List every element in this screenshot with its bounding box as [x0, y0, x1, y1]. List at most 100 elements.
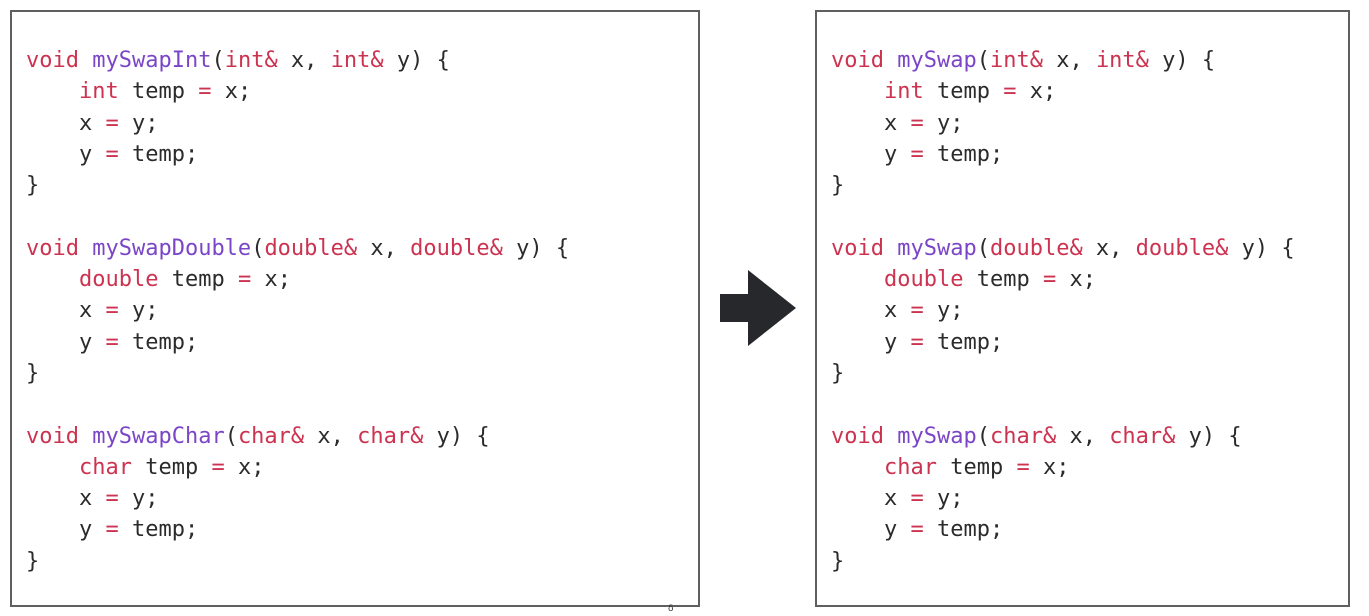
- keyword-token: char: [883, 454, 937, 480]
- code-text: }: [831, 548, 845, 574]
- code-text: x;: [1029, 454, 1070, 480]
- code-text: y;: [118, 298, 159, 324]
- operator-token: =: [237, 267, 252, 293]
- keyword-token: int: [883, 79, 924, 105]
- code-text: temp: [923, 79, 1004, 105]
- keyword-token: char&: [989, 423, 1057, 449]
- code-line: void mySwapInt(int& x, int& y) {: [26, 45, 569, 76]
- code-line: x = y;: [831, 483, 1295, 514]
- code-text: x,: [1056, 423, 1110, 449]
- code-text: temp;: [923, 141, 1004, 167]
- code-block: void mySwap(int& x, int& y) { int temp =…: [831, 45, 1295, 577]
- code-text: y) {: [383, 48, 450, 73]
- code-text: (: [224, 423, 238, 449]
- keyword-token: void: [26, 423, 79, 449]
- operator-token: =: [1016, 454, 1030, 480]
- operator-token: =: [910, 486, 924, 512]
- keyword-token: double&: [410, 235, 503, 261]
- keyword-token: char&: [357, 423, 424, 449]
- operator-token: =: [910, 141, 924, 167]
- code-text: x;: [211, 79, 252, 105]
- code-text: [831, 455, 884, 480]
- operator-token: =: [105, 329, 119, 355]
- function-name-token: mySwap: [897, 235, 977, 261]
- keyword-token: double: [78, 267, 159, 293]
- code-line: void mySwap(double& x, double& y) {: [831, 233, 1295, 264]
- code-text: y) {: [423, 423, 490, 449]
- code-text: (: [211, 48, 225, 73]
- code-text: temp;: [923, 517, 1004, 543]
- code-line: }: [26, 170, 569, 201]
- code-line: void mySwapChar(char& x, char& y) {: [26, 421, 569, 452]
- code-line: x = y;: [26, 295, 569, 326]
- operator-token: =: [910, 298, 924, 324]
- code-text: x: [26, 486, 106, 512]
- code-line: [831, 201, 1295, 232]
- code-text: y) {: [1228, 235, 1295, 261]
- code-line: [831, 389, 1295, 420]
- code-line: y = temp;: [831, 514, 1295, 545]
- code-line: x = y;: [26, 483, 569, 514]
- code-line: }: [831, 358, 1295, 389]
- code-line: }: [26, 358, 569, 389]
- code-line: void mySwap(char& x, char& y) {: [831, 421, 1295, 452]
- code-text: (: [976, 235, 990, 261]
- operator-token: =: [105, 298, 119, 324]
- code-text: }: [26, 548, 40, 574]
- code-text: y;: [923, 298, 964, 324]
- code-text: [884, 424, 897, 449]
- code-line: int temp = x;: [26, 76, 569, 107]
- code-text: [831, 267, 884, 292]
- operator-token: =: [1003, 79, 1017, 105]
- operator-token: =: [910, 329, 924, 355]
- code-text: y) {: [502, 235, 570, 261]
- code-text: x: [831, 486, 911, 512]
- code-text: }: [831, 360, 845, 386]
- code-text: temp;: [118, 329, 199, 355]
- operator-token: =: [1042, 267, 1057, 293]
- code-text: y) {: [1175, 423, 1242, 449]
- code-text: y: [831, 517, 911, 543]
- code-text: x: [26, 110, 106, 136]
- operator-token: =: [105, 141, 119, 167]
- code-text: }: [26, 360, 40, 386]
- code-text: [26, 267, 79, 292]
- code-line: char temp = x;: [831, 452, 1295, 483]
- code-text: temp;: [118, 141, 199, 167]
- code-text: [884, 236, 897, 261]
- code-line: }: [26, 546, 569, 577]
- code-line: double temp = x;: [831, 264, 1295, 295]
- keyword-token: void: [831, 48, 884, 73]
- code-text: x,: [1082, 235, 1136, 261]
- keyword-token: char: [78, 454, 132, 480]
- code-line: double temp = x;: [26, 264, 569, 295]
- code-text: }: [26, 173, 40, 199]
- code-line: y = temp;: [831, 327, 1295, 358]
- code-block: void mySwapInt(int& x, int& y) { int tem…: [26, 45, 569, 577]
- code-text: y;: [118, 110, 159, 136]
- code-text: temp: [118, 79, 199, 105]
- code-line: [26, 389, 569, 420]
- code-line: y = temp;: [26, 514, 569, 545]
- code-text: y: [831, 141, 911, 167]
- code-text: x: [26, 298, 106, 324]
- code-text: x: [831, 110, 911, 136]
- keyword-token: double&: [264, 235, 358, 261]
- keyword-token: int&: [330, 48, 384, 73]
- overloaded-names-code-panel: void mySwapInt(int& x, int& y) { int tem…: [10, 10, 700, 607]
- function-name-token: mySwapChar: [92, 423, 225, 449]
- stray-mark: δ: [668, 604, 674, 614]
- code-text: y) {: [1148, 48, 1216, 73]
- code-text: [26, 79, 79, 104]
- code-text: x,: [1042, 48, 1096, 73]
- code-text: temp: [131, 454, 212, 480]
- code-text: temp: [158, 267, 238, 293]
- code-line: }: [831, 546, 1295, 577]
- code-text: x,: [277, 48, 331, 73]
- code-text: (: [976, 423, 990, 449]
- keyword-token: int: [78, 79, 119, 105]
- keyword-token: int&: [989, 48, 1043, 73]
- code-text: y: [26, 517, 106, 543]
- code-text: (: [976, 48, 990, 73]
- code-text: x,: [357, 235, 411, 261]
